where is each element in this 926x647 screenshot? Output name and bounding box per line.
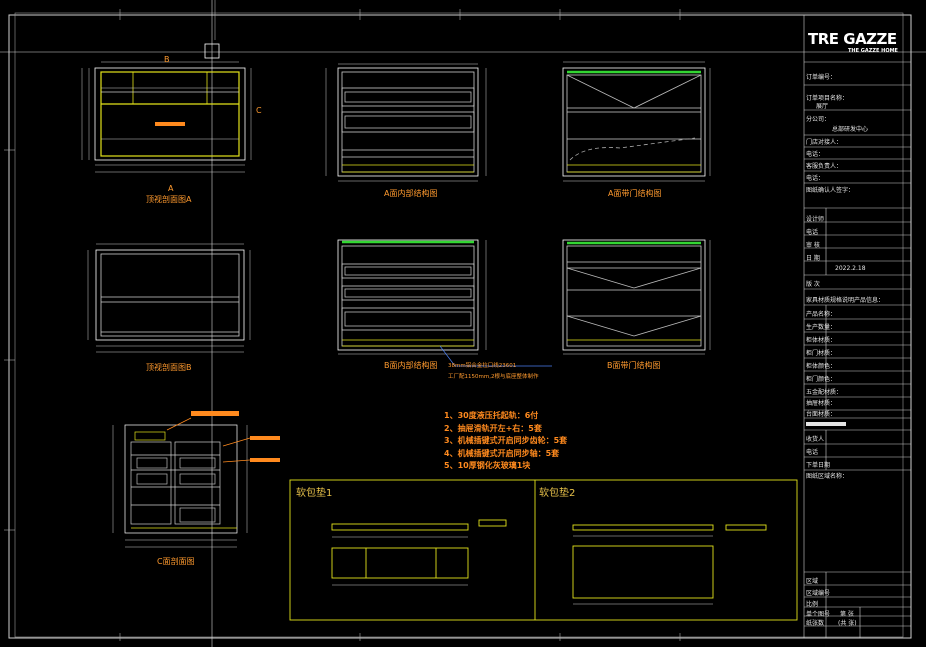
- top-view-b[interactable]: [87, 243, 251, 353]
- tb-info-row: 柜体颜色：: [806, 363, 837, 370]
- a-inner-view[interactable]: [325, 63, 487, 182]
- tb-branch: 分公司：: [806, 116, 831, 123]
- tb-signer: 图纸确认人签字：: [806, 187, 855, 194]
- note-item: 1、30度液压托起轨：6付: [444, 411, 539, 420]
- tb-info-row: 柜门材质：: [806, 350, 837, 357]
- cushion-panels[interactable]: [289, 479, 798, 621]
- tb-info-row: 抽屉材质：: [806, 400, 837, 407]
- tb-project-value: 展厅: [816, 103, 829, 110]
- tb-sheet-total: (共 张): [838, 620, 857, 627]
- b-inner-view[interactable]: [337, 239, 552, 367]
- tb-info-header: 家具材质规格说明产品信息：: [806, 297, 885, 304]
- tb-sheet-count: 纸张数: [806, 620, 825, 627]
- tb-designer: 设计师: [806, 216, 825, 223]
- tb-designer-phone: 电话: [806, 229, 819, 236]
- top-view-a[interactable]: [81, 61, 252, 173]
- note-item: 4、机械插键式开启同步轴：5套: [444, 448, 560, 458]
- callout-line-2: 工厂配1150mm,2根与底座整体制作: [448, 374, 539, 380]
- brand-subtitle: THE GAZZE HOME: [848, 48, 898, 54]
- tb-area-code: 区域编号: [806, 590, 831, 597]
- tb-sheet-number: 第 张: [840, 611, 854, 618]
- callout-line-1: 38mm铝合金拉口线23601: [448, 363, 517, 369]
- top-view-a-title[interactable]: 顶视剖面图A: [146, 195, 192, 204]
- a-inner-title[interactable]: A面内部结构图: [384, 189, 438, 198]
- tb-review: 审 核: [806, 242, 820, 249]
- tb-order-date: 下单日期: [806, 462, 831, 469]
- tb-phone-2: 电话：: [806, 175, 825, 182]
- cushion-1-title: 软包垫1: [296, 488, 333, 499]
- c-section-view[interactable]: [112, 411, 280, 548]
- tb-info-row: 柜体材质：: [806, 337, 837, 344]
- tb-project-name: 订单项目名称：: [806, 95, 849, 102]
- tb-scale: 比例: [806, 601, 819, 608]
- view-marker-b: B: [164, 55, 170, 64]
- note-item: 3、机械插键式开启同步齿轮：5套: [444, 436, 568, 445]
- tb-receiver-phone: 电话: [806, 449, 819, 456]
- a-door-title[interactable]: A面带门结构图: [608, 189, 662, 198]
- tb-date-label: 日 期: [806, 255, 820, 262]
- tb-phone-1: 电话：: [806, 151, 825, 158]
- b-door-title[interactable]: B面带门结构图: [607, 361, 661, 370]
- tb-info-row: 五金配材质：: [806, 389, 843, 396]
- brand-logo: TRE GAZZE: [808, 30, 897, 48]
- c-section-title[interactable]: C面剖面图: [157, 557, 195, 566]
- b-door-view[interactable]: [562, 239, 711, 355]
- title-block-grid: [803, 14, 912, 639]
- tb-service-lead: 客服负责人：: [806, 163, 843, 170]
- tb-store-contact: 门店对接人：: [806, 139, 843, 146]
- tb-drawing-no: 单个图号: [806, 611, 831, 618]
- tb-branch-value: 总部研发中心: [832, 126, 869, 133]
- tb-receiver: 收货人: [806, 436, 825, 443]
- top-view-b-title[interactable]: 顶视剖面图B: [146, 363, 192, 372]
- tb-area: 区域: [806, 578, 819, 585]
- tb-date-value: 2022.2.18: [835, 265, 866, 272]
- tb-info-row: 生产数量：: [806, 324, 837, 331]
- tb-info-row: 产品名称：: [806, 311, 837, 318]
- note-list: 1、30度液压托起轨：6付 2、抽屉滑轨开左+右：5套 3、机械插键式开启同步齿…: [444, 410, 567, 473]
- note-item: 5、10厚钢化灰玻璃1块: [444, 461, 531, 470]
- note-item: 2、抽屉滑轨开左+右：5套: [444, 423, 542, 433]
- tb-order-no: 订单编号：: [806, 74, 837, 81]
- view-marker-c: C: [256, 106, 262, 115]
- tb-info-row: 台面材质：: [806, 411, 837, 418]
- cushion-2-title: 软包垫2: [539, 488, 576, 499]
- tb-revision: 版 次: [806, 281, 820, 288]
- a-door-view[interactable]: [562, 61, 711, 182]
- view-marker-a: A: [168, 184, 174, 193]
- tb-info-row: 柜门颜色：: [806, 376, 837, 383]
- b-inner-title[interactable]: B面内部结构图: [384, 361, 438, 370]
- tb-area-name: 图纸区域名称：: [806, 473, 849, 480]
